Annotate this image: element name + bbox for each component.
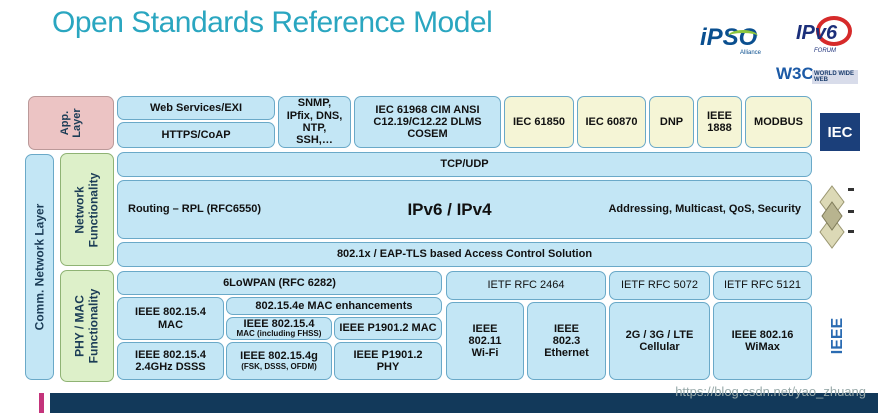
wifi-box: IEEE 802.11 Wi-Fi [446, 302, 524, 380]
addressing-label: Addressing, Multicast, QoS, Security [608, 203, 801, 216]
p1901-phy-box: IEEE P1901.2 PHY [334, 342, 442, 380]
ieee1888-box: IEEE 1888 [697, 96, 742, 148]
iec-logo: IEC [820, 113, 860, 151]
w3c-logo: W3C WORLD WIDE WEB [776, 62, 858, 90]
ipso-swoosh-icon [728, 30, 758, 43]
watermark-text: https://blog.csdn.net/yao_zhuang [675, 384, 866, 399]
ieee802154-mac-box: IEEE 802.15.4 MAC [117, 297, 224, 340]
access-control-box: 802.1x / EAP-TLS based Access Control So… [117, 242, 812, 267]
phy-mac-functionality: PHY / MAC Functionality [60, 270, 114, 382]
routing-rpl-label: Routing – RPL (RFC6550) [128, 203, 262, 216]
modbus-box: MODBUS [745, 96, 812, 148]
page-title: Open Standards Reference Model [52, 6, 493, 39]
ipso-logo-sub: Alliance [740, 50, 762, 56]
ipv6-ring-icon [816, 16, 852, 46]
iec-logo-text: IEC [827, 123, 853, 141]
wimax-box: IEEE 802.16 WiMax [713, 302, 812, 380]
web-services-exi-box: Web Services/EXI [117, 96, 275, 120]
network-functionality-label: Network Functionality [72, 172, 101, 247]
w3c-logo-text: W3C [776, 64, 814, 83]
ieee802154g-title: IEEE 802.15.4g [240, 350, 318, 363]
ieee-logo-text: IEEE [829, 317, 846, 355]
comm-network-layer: Comm. Network Layer [25, 154, 54, 380]
w3c-logo-sub: WORLD WIDE WEB [812, 70, 858, 84]
phy-mac-functionality-label: PHY / MAC Functionality [72, 288, 101, 364]
iec61968-box: IEC 61968 CIM ANSI C12.19/C12.22 DLMS CO… [354, 96, 501, 148]
https-coap-box: HTTPS/CoAP [117, 122, 275, 148]
mac-enhancements-box: 802.15.4e MAC enhancements [226, 297, 442, 315]
dnp-box: DNP [649, 96, 694, 148]
rfc5121-box: IETF RFC 5121 [713, 271, 812, 300]
footer-bar [50, 393, 878, 413]
ipv6-ipv4-box: Routing – RPL (RFC6550) IPv6 / IPv4 Addr… [117, 180, 812, 239]
rfc5072-box: IETF RFC 5072 [609, 271, 710, 300]
p1901-mac-box: IEEE P1901.2 MAC [334, 317, 442, 340]
ieee-logo: IEEE [826, 306, 850, 366]
ethernet-box: IEEE 802.3 Ethernet [527, 302, 606, 380]
iec60870-box: IEC 60870 [577, 96, 646, 148]
ipv6-logo-text: IPv6 [796, 22, 838, 44]
rfc2464-box: IETF RFC 2464 [446, 271, 606, 300]
ieee802154g-sub: (FSK, DSSS, OFDM) [241, 361, 317, 371]
ieee802154g-box: IEEE 802.15.4g (FSK, DSSS, OFDM) [226, 342, 332, 380]
ipv6-forum-logo: IPv6 FORUM [790, 16, 862, 58]
tcp-udp-box: TCP/UDP [117, 152, 812, 177]
ieee802154-fhss-box: IEEE 802.15.4 MAC (including FHSS) [226, 317, 332, 340]
snmp-box: SNMP, IPfix, DNS, NTP, SSH,… [278, 96, 351, 148]
ietf-diamond-icon [818, 182, 858, 252]
ieee802154-fhss-title: IEEE 802.15.4 [243, 317, 315, 330]
sixlowpan-box: 6LoWPAN (RFC 6282) [117, 271, 442, 295]
network-functionality: Network Functionality [60, 153, 114, 266]
iec61850-box: IEC 61850 [504, 96, 574, 148]
ipv6-logo-sub: FORUM [814, 48, 836, 54]
ipv6-ipv4-label: IPv6 / IPv4 [407, 199, 492, 219]
app-layer: App. Layer [28, 96, 114, 150]
footer-accent-mark [39, 393, 44, 413]
comm-network-layer-label: Comm. Network Layer [31, 203, 46, 331]
ieee802154-fhss-sub: MAC (including FHSS) [236, 329, 322, 339]
ipso-logo: iPSO Alliance [700, 24, 770, 56]
dsss-box: IEEE 802.15.4 2.4GHz DSSS [117, 342, 224, 380]
app-layer-label: App. Layer [58, 108, 83, 138]
cellular-box: 2G / 3G / LTE Cellular [609, 302, 710, 380]
